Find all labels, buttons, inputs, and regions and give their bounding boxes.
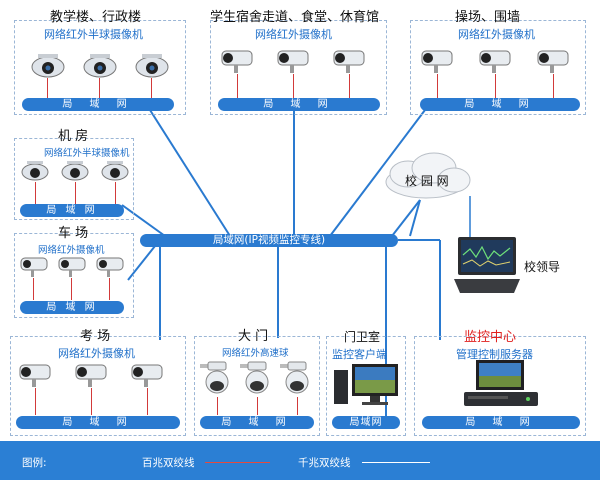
zone-exam (10, 336, 186, 436)
speed-dome-camera-icon (240, 358, 274, 402)
dome-camera-icon (30, 50, 66, 82)
bullet-camera-icon (274, 46, 314, 80)
speed-dome-camera-icon (200, 358, 234, 402)
bullet-camera-icon (476, 46, 516, 80)
zone-exam-title: 考 场 (80, 329, 111, 344)
legend-1000m-line (362, 462, 430, 463)
zone-guard-subtitle: 监控客户端 (332, 348, 387, 361)
bullet-camera-icon (128, 360, 168, 394)
link-machine-room (121, 204, 166, 237)
zone-gate-title: 大 门 (238, 329, 269, 344)
bullet-camera-icon (18, 254, 52, 284)
zone-teaching-title: 教学楼、行政楼 (50, 10, 142, 25)
cable-100m (99, 78, 100, 98)
bullet-camera-icon (534, 46, 574, 80)
legend-100m-label: 百兆双绞线 (142, 457, 195, 469)
zone-parking-title: 车 场 (58, 226, 89, 241)
zone-control-center-subtitle: 管理控制服务器 (456, 348, 533, 361)
lan-bar-gate: 局 域 网 (200, 416, 314, 429)
dome-camera-icon (60, 158, 90, 186)
zone-machine-room-title: 机 房 (58, 129, 89, 144)
zone-gate-subtitle: 网络红外高速球 (222, 348, 289, 359)
bullet-camera-icon (418, 46, 458, 80)
zone-gate (194, 336, 320, 436)
cable-100m (237, 74, 238, 98)
lan-bar-machine-room: 局 域 网 (20, 204, 124, 217)
server-icon (462, 360, 542, 414)
bullet-camera-icon (330, 46, 370, 80)
zone-control-center (414, 336, 586, 436)
leader-label: 校领导 (524, 260, 561, 274)
zone-exam-subtitle: 网络红外摄像机 (58, 347, 135, 360)
cable-100m (349, 74, 350, 98)
backbone-lan-bar: 局域网(IP视频监控专线) (140, 234, 398, 247)
dome-camera-icon (100, 158, 130, 186)
legend-bar: 图例: 百兆双绞线 千兆双绞线 (0, 441, 600, 480)
legend-100m-line (205, 462, 270, 463)
zone-control-center-title: 监控中心 (464, 330, 517, 345)
cable-100m (495, 74, 496, 98)
bullet-camera-icon (16, 360, 56, 394)
zone-teaching (14, 20, 186, 115)
zone-playground-subtitle: 网络红外摄像机 (458, 28, 535, 41)
link-playground (329, 109, 426, 237)
monitor-client-icon (332, 362, 402, 416)
cable-100m (553, 74, 554, 98)
zone-parking-subtitle: 网络红外摄像机 (38, 245, 105, 256)
cable-100m (47, 78, 48, 98)
cable-100m (35, 388, 36, 415)
lan-bar-control-center: 局 域 网 (422, 416, 580, 429)
cable-100m (33, 278, 34, 300)
zone-guard-title: 门卫室 (344, 330, 381, 344)
lan-bar-exam: 局 域 网 (16, 416, 180, 429)
lan-bar-dorm: 局 域 网 (218, 98, 380, 111)
cable-100m (147, 388, 148, 415)
zone-machine-room-subtitle: 网络红外半球摄像机 (44, 148, 130, 159)
bullet-camera-icon (94, 254, 128, 284)
zone-playground-title: 操场、围墙 (455, 10, 521, 25)
laptop-icon (452, 235, 522, 301)
bullet-camera-icon (56, 254, 90, 284)
dome-camera-icon (20, 158, 50, 186)
zone-dorm-title: 学生宿舍走道、食堂、休育馆 (210, 10, 380, 25)
legend-title: 图例: (22, 457, 47, 469)
cable-100m (75, 182, 76, 204)
lan-bar-guard: 局域网 (332, 416, 400, 429)
link-parking (127, 245, 156, 281)
cable-100m (151, 78, 152, 98)
cable-100m (257, 397, 258, 415)
zone-playground (410, 20, 586, 115)
lan-bar-teaching: 局 域 网 (22, 98, 174, 111)
dome-camera-icon (134, 50, 170, 82)
dome-camera-icon (82, 50, 118, 82)
speed-dome-camera-icon (280, 358, 314, 402)
zone-parking (14, 233, 134, 318)
cable-100m (297, 397, 298, 415)
link-cloud (391, 199, 421, 237)
legend-1000m-label: 千兆双绞线 (298, 457, 351, 469)
cable-100m (437, 74, 438, 98)
cable-100m (71, 278, 72, 300)
campus-network-label: 校 园 网 (405, 174, 449, 188)
cable-100m (35, 182, 36, 204)
link-cloud-2 (409, 199, 421, 237)
cable-100m (91, 388, 92, 415)
lan-bar-parking: 局 域 网 (20, 301, 124, 314)
cable-100m (217, 397, 218, 415)
zone-guard (326, 336, 406, 436)
zone-dorm-subtitle: 网络红外摄像机 (255, 28, 332, 41)
bullet-camera-icon (218, 46, 258, 80)
cable-100m (115, 182, 116, 204)
zone-machine-room (14, 138, 134, 220)
lan-bar-playground: 局 域 网 (420, 98, 580, 111)
campus-network-cloud (378, 150, 474, 206)
bullet-camera-icon (72, 360, 112, 394)
cable-100m (293, 74, 294, 98)
cable-100m (109, 278, 110, 300)
zone-dorm (210, 20, 387, 115)
zone-teaching-subtitle: 网络红外半球摄像机 (44, 28, 143, 41)
link-teaching (149, 109, 231, 237)
